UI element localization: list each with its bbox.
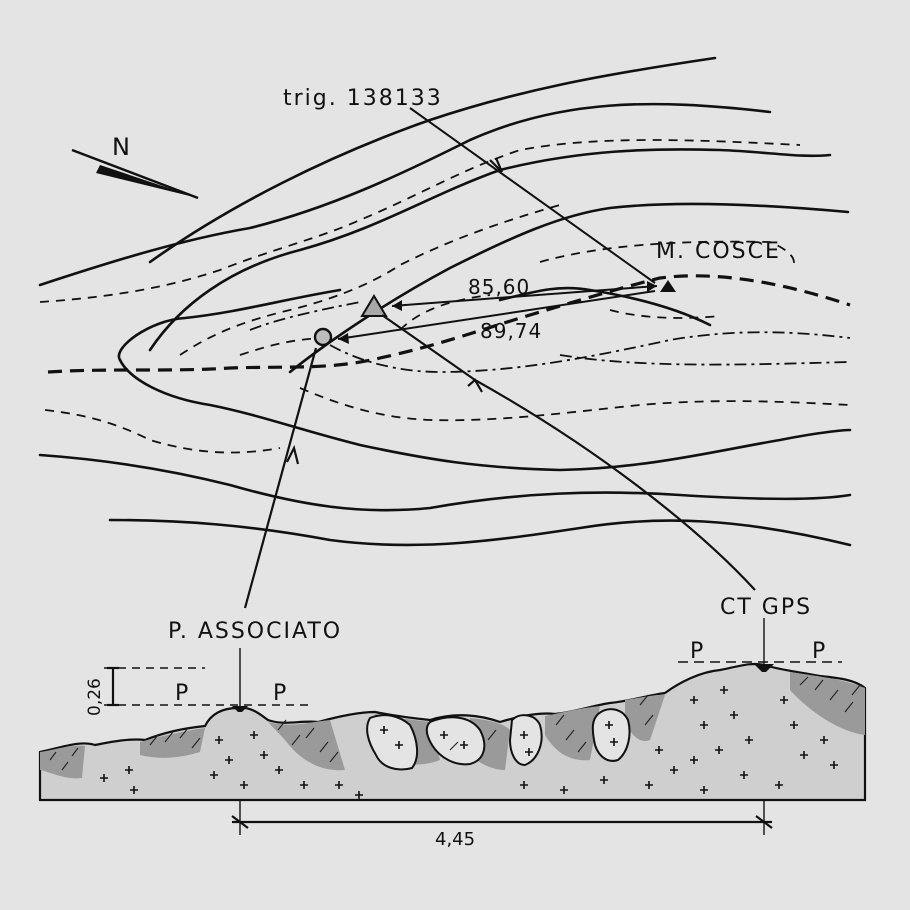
trig-leader	[409, 107, 656, 284]
associated-point-circle-icon	[313, 327, 333, 347]
p-right-1-label: P	[690, 639, 703, 664]
p-left-2-label: P	[273, 681, 286, 706]
north-arrow	[71, 148, 199, 200]
north-label: N	[112, 133, 130, 161]
distance-b-label: 89,74	[480, 319, 542, 343]
trig-label: trig. 138133	[283, 86, 443, 111]
height-diff-label: 0,26	[85, 678, 105, 716]
associated-label: P. ASSOCIATO	[168, 619, 342, 644]
gps-label: CT GPS	[720, 595, 812, 620]
base-distance-label: 4,45	[435, 829, 475, 850]
distance-a-label: 85,60	[468, 275, 530, 299]
ridge-track	[47, 274, 851, 374]
terrain-profile	[38, 618, 867, 835]
dashdot-contours	[249, 301, 851, 373]
p-right-2-label: P	[812, 639, 825, 664]
summit-label: M. COSCE	[656, 239, 781, 264]
dashed-contours	[39, 139, 851, 454]
bedrock-crosses	[100, 686, 838, 799]
contour-lines	[38, 56, 852, 547]
gps-leader	[381, 314, 756, 591]
associated-leader	[243, 347, 318, 609]
p-left-1-label: P	[175, 681, 188, 706]
gps-triangle-icon	[360, 294, 388, 317]
distance-arrows	[337, 281, 658, 344]
summit-triangle-icon	[660, 280, 676, 292]
